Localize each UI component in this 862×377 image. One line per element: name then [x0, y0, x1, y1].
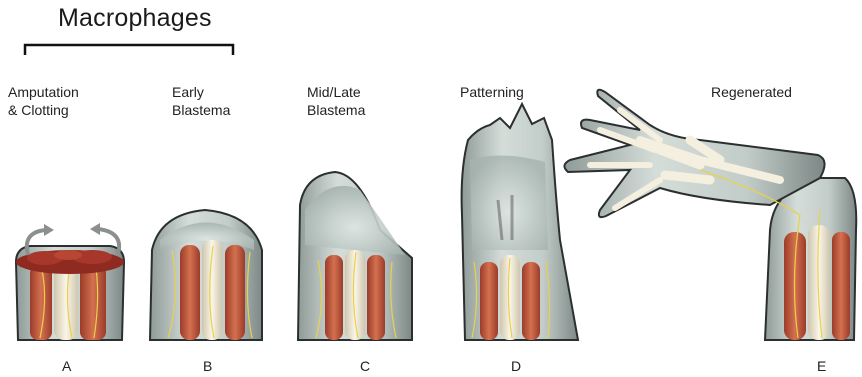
stage-label-d-line1: Patterning: [460, 83, 524, 101]
stage-label-b-line1: Early: [172, 83, 230, 101]
stage-letter-b: B: [203, 358, 212, 374]
macrophage-bracket: [25, 45, 233, 55]
stage-label-b: Early Blastema: [172, 83, 230, 119]
stage-letter-a: A: [62, 358, 71, 374]
stage-d-limb: [462, 104, 578, 340]
stage-label-b-line2: Blastema: [172, 101, 230, 119]
stage-label-e-line1: Regenerated: [711, 83, 792, 101]
stage-letter-d: D: [511, 358, 521, 374]
stage-label-a-line2: & Clotting: [8, 101, 79, 119]
stage-label-a-line1: Amputation: [8, 83, 79, 101]
stage-letter-c: C: [360, 358, 370, 374]
stage-label-a: Amputation & Clotting: [8, 83, 79, 119]
stage-e-limb: [564, 90, 856, 340]
stage-label-c-line2: Blastema: [307, 101, 365, 119]
stage-label-c-line1: Mid/Late: [307, 83, 365, 101]
stage-letter-e: E: [817, 358, 826, 374]
stage-b-limb: [150, 210, 262, 340]
stage-label-d: Patterning: [460, 83, 524, 101]
stage-c-limb: [298, 172, 412, 340]
stage-label-e: Regenerated: [711, 83, 792, 101]
stage-label-c: Mid/Late Blastema: [307, 83, 365, 119]
stage-a-limb: [16, 223, 124, 340]
